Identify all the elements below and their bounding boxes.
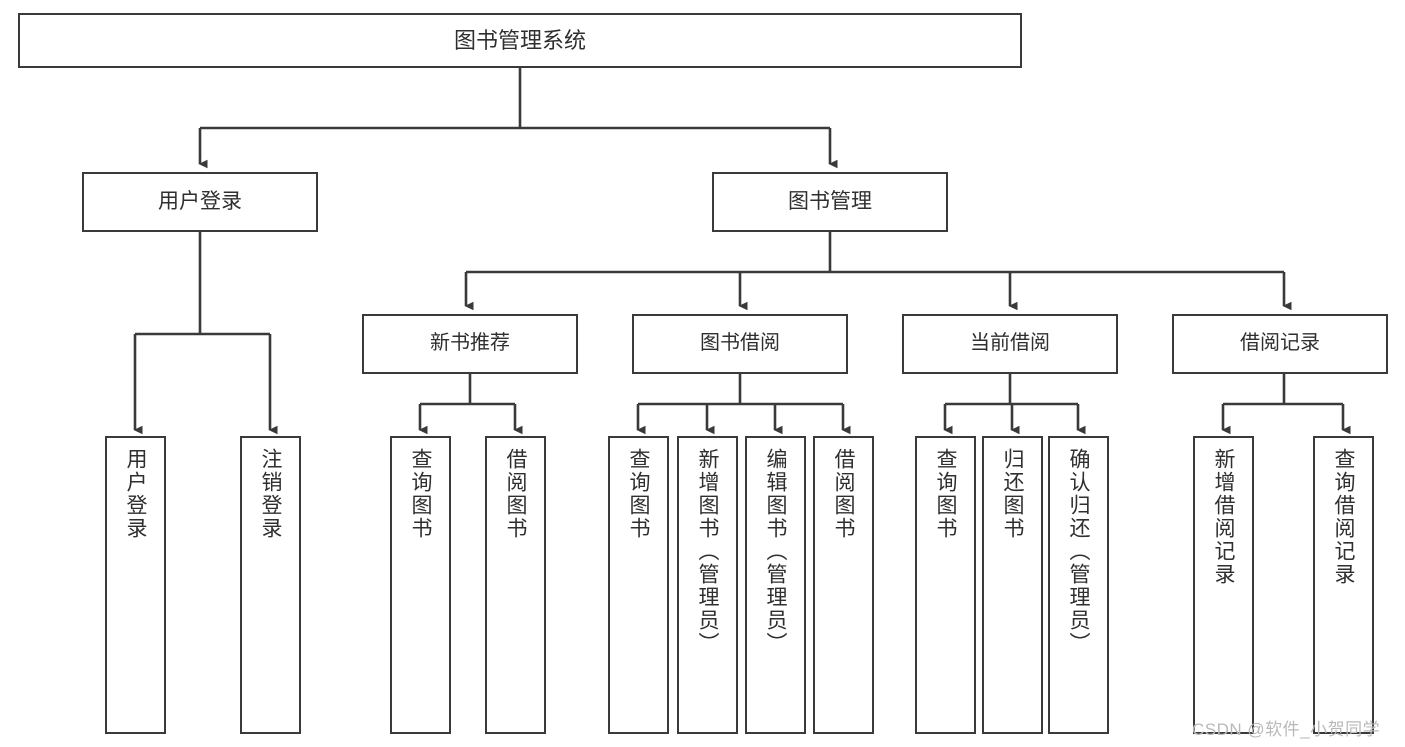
- leaf-newbook-query-book-label: 查询图书: [409, 448, 432, 540]
- node-root-label: 图书管理系统: [453, 27, 586, 53]
- leaf-borrow-borrow-book-label: 借阅图书: [832, 448, 855, 540]
- node-borrow-record[interactable]: 借阅记录: [1172, 314, 1388, 374]
- leaf-current-return-book[interactable]: 归还图书: [982, 436, 1043, 734]
- leaf-user-login-label: 用户登录: [124, 448, 147, 540]
- csdn-watermark: CSDN @软件_小贺同学: [1192, 720, 1381, 739]
- leaf-borrow-query-book[interactable]: 查询图书: [608, 436, 669, 734]
- leaf-current-return-book-label: 归还图书: [1001, 448, 1024, 540]
- leaf-borrow-edit-book[interactable]: 编辑图书（管理员）: [745, 436, 806, 734]
- leaf-borrow-edit-book-label: 编辑图书（管理员）: [764, 448, 787, 655]
- leaf-borrow-add-book-label: 新增图书（管理员）: [696, 448, 719, 655]
- node-borrow-record-label: 借阅记录: [1240, 332, 1320, 355]
- leaf-current-query-book[interactable]: 查询图书: [915, 436, 976, 734]
- node-root[interactable]: 图书管理系统: [18, 13, 1022, 68]
- leaf-current-confirm-return[interactable]: 确认归还（管理员）: [1048, 436, 1109, 734]
- leaf-user-login[interactable]: 用户登录: [105, 436, 166, 734]
- leaf-current-confirm-return-label: 确认归还（管理员）: [1067, 448, 1090, 655]
- leaf-borrow-add-book[interactable]: 新增图书（管理员）: [677, 436, 738, 734]
- leaf-logout[interactable]: 注销登录: [240, 436, 301, 734]
- leaf-record-add[interactable]: 新增借阅记录: [1193, 436, 1254, 734]
- node-book-borrow-label: 图书借阅: [700, 332, 780, 355]
- node-new-book-recommend-label: 新书推荐: [430, 332, 510, 355]
- leaf-borrow-borrow-book[interactable]: 借阅图书: [813, 436, 874, 734]
- node-current-borrow-label: 当前借阅: [970, 332, 1050, 355]
- node-current-borrow[interactable]: 当前借阅: [902, 314, 1118, 374]
- node-user-login-label: 用户登录: [158, 189, 242, 213]
- leaf-record-query-label: 查询借阅记录: [1332, 448, 1355, 586]
- leaf-record-query[interactable]: 查询借阅记录: [1313, 436, 1374, 734]
- leaf-current-query-book-label: 查询图书: [934, 448, 957, 540]
- leaf-borrow-query-book-label: 查询图书: [627, 448, 650, 540]
- leaf-newbook-borrow-book-label: 借阅图书: [504, 448, 527, 540]
- leaf-newbook-borrow-book[interactable]: 借阅图书: [485, 436, 546, 734]
- leaf-newbook-query-book[interactable]: 查询图书: [390, 436, 451, 734]
- node-book-manage[interactable]: 图书管理: [712, 172, 948, 232]
- leaf-logout-label: 注销登录: [259, 448, 282, 540]
- node-new-book-recommend[interactable]: 新书推荐: [362, 314, 578, 374]
- node-book-manage-label: 图书管理: [788, 189, 872, 213]
- node-book-borrow[interactable]: 图书借阅: [632, 314, 848, 374]
- node-user-login[interactable]: 用户登录: [82, 172, 318, 232]
- leaf-record-add-label: 新增借阅记录: [1212, 448, 1235, 586]
